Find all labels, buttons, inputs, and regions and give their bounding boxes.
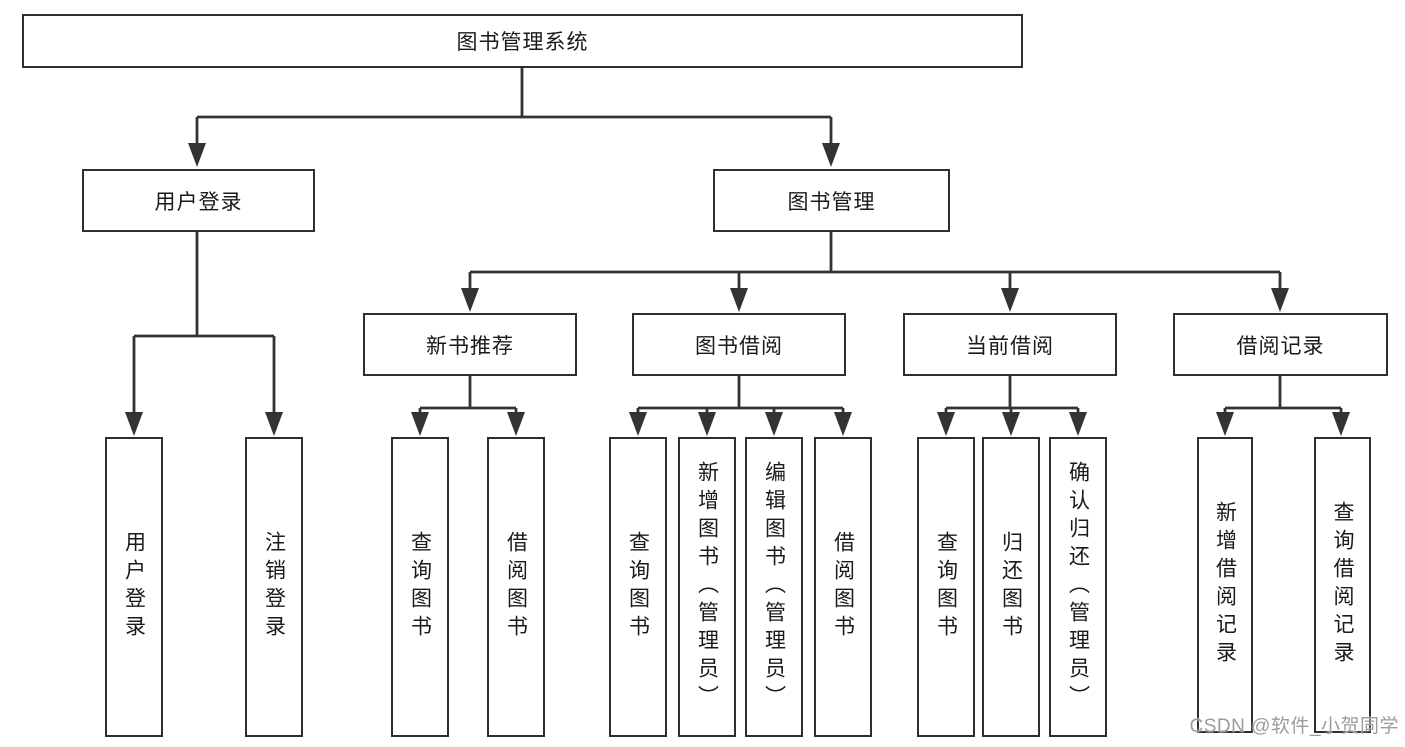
node-leaf-confirm-return-admin-label: 确认归还（管理员） xyxy=(1066,461,1090,713)
node-leaf-borrow-book-2: 借阅图书 xyxy=(814,437,872,737)
node-leaf-confirm-return-admin: 确认归还（管理员） xyxy=(1049,437,1107,737)
node-leaf-query-book-2: 查询图书 xyxy=(609,437,667,737)
node-leaf-borrow-book-1-label: 借阅图书 xyxy=(504,531,528,643)
node-book-borrow: 图书借阅 xyxy=(632,313,846,376)
node-leaf-return-book-label: 归还图书 xyxy=(999,531,1023,643)
node-leaf-logout-label: 注销登录 xyxy=(262,531,286,643)
node-borrow-records: 借阅记录 xyxy=(1173,313,1388,376)
node-leaf-add-book-admin: 新增图书（管理员） xyxy=(678,437,736,737)
node-leaf-query-book-1: 查询图书 xyxy=(391,437,449,737)
node-leaf-user-login-label: 用户登录 xyxy=(122,531,146,643)
node-leaf-query-book-1-label: 查询图书 xyxy=(408,531,432,643)
node-root: 图书管理系统 xyxy=(22,14,1023,68)
node-book-management-label: 图书管理 xyxy=(787,190,876,214)
node-leaf-query-book-2-label: 查询图书 xyxy=(626,531,650,643)
node-new-book-recommend: 新书推荐 xyxy=(363,313,577,376)
node-leaf-borrow-book-1: 借阅图书 xyxy=(487,437,545,737)
node-user-login-label: 用户登录 xyxy=(154,190,243,214)
node-borrow-records-label: 借阅记录 xyxy=(1236,334,1325,358)
node-leaf-query-borrow-record-label: 查询借阅记录 xyxy=(1331,501,1354,669)
node-leaf-borrow-book-2-label: 借阅图书 xyxy=(831,531,855,643)
node-leaf-logout: 注销登录 xyxy=(245,437,303,737)
node-leaf-add-book-admin-label: 新增图书（管理员） xyxy=(695,461,719,713)
watermark: CSDN @软件_小贺同学 xyxy=(1189,716,1399,737)
node-leaf-user-login: 用户登录 xyxy=(105,437,163,737)
node-new-book-recommend-label: 新书推荐 xyxy=(426,334,514,358)
node-leaf-return-book: 归还图书 xyxy=(982,437,1040,737)
node-leaf-query-book-3: 查询图书 xyxy=(917,437,975,737)
node-book-borrow-label: 图书借阅 xyxy=(695,334,783,358)
node-current-borrow-label: 当前借阅 xyxy=(966,334,1054,358)
node-root-label: 图书管理系统 xyxy=(456,31,589,54)
node-current-borrow: 当前借阅 xyxy=(903,313,1117,376)
node-leaf-query-book-3-label: 查询图书 xyxy=(934,531,958,643)
node-book-management: 图书管理 xyxy=(713,169,950,232)
node-user-login: 用户登录 xyxy=(82,169,315,232)
node-leaf-edit-book-admin: 编辑图书（管理员） xyxy=(745,437,803,737)
node-leaf-add-borrow-record-label: 新增借阅记录 xyxy=(1213,501,1237,669)
node-leaf-edit-book-admin-label: 编辑图书（管理员） xyxy=(762,461,786,713)
node-leaf-query-borrow-record: 查询借阅记录 xyxy=(1314,437,1371,733)
node-leaf-add-borrow-record: 新增借阅记录 xyxy=(1197,437,1253,733)
